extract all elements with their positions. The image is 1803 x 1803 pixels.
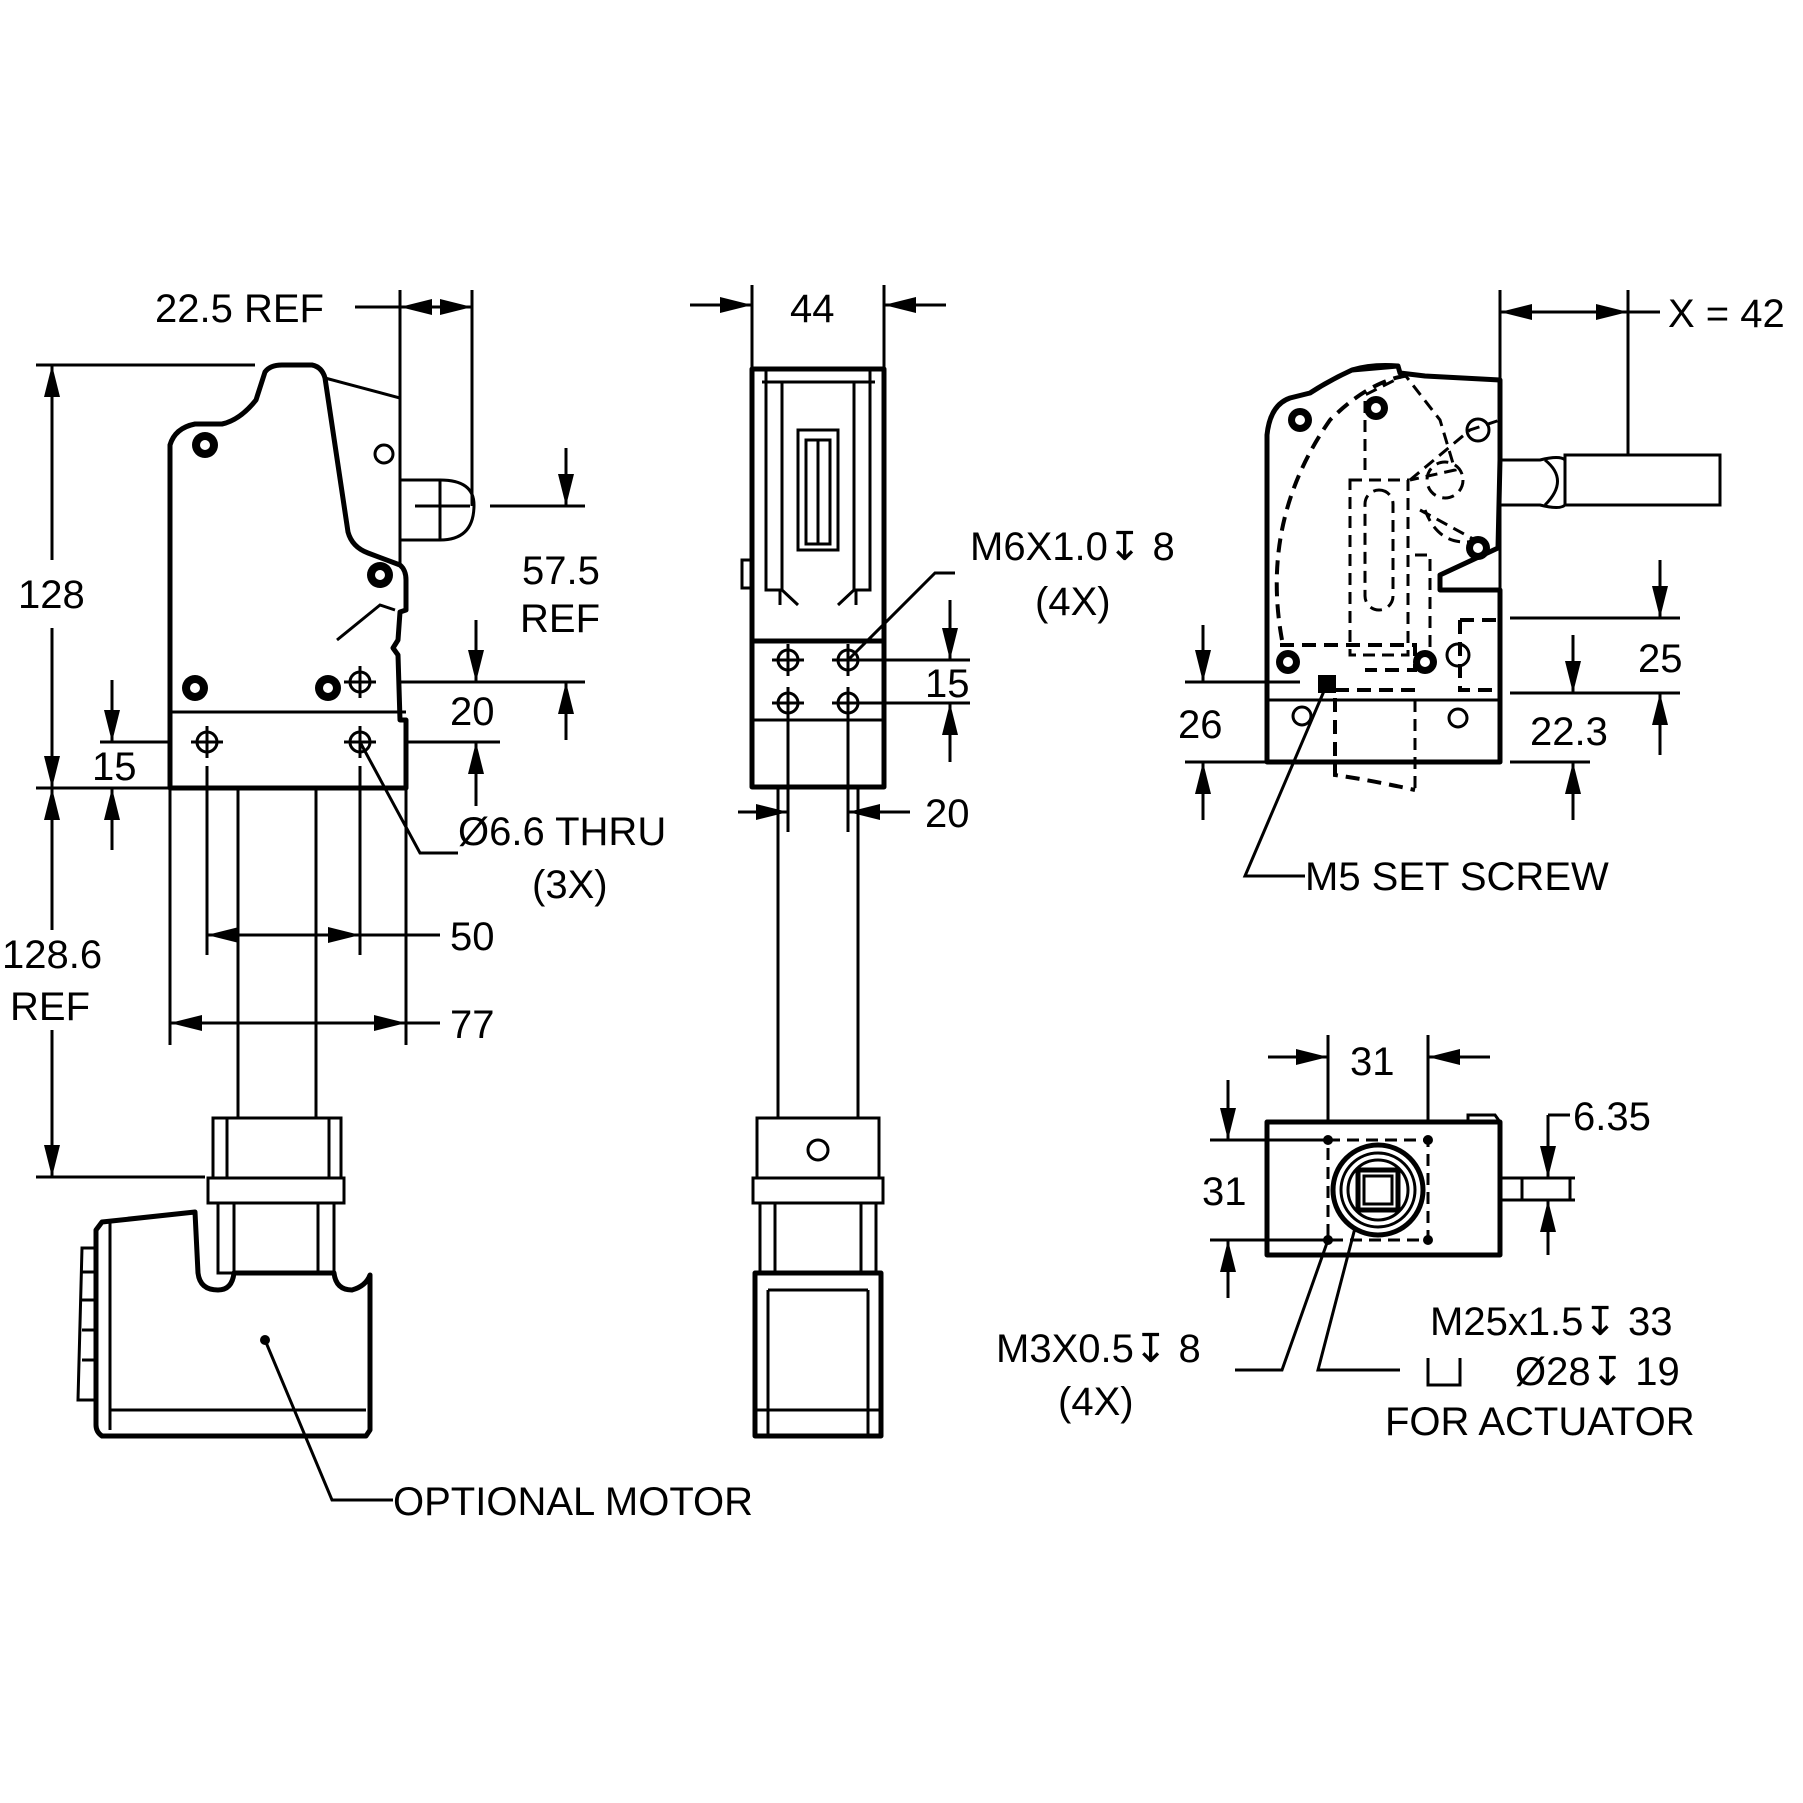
side-hole-callout: Ø6.6 THRU [458,810,666,854]
side-dim-15: 15 [92,745,137,789]
side-dim-128: 128 [18,573,85,617]
front-body-lower [749,638,887,790]
side-dim-128-6: 128.6 [2,933,102,977]
front-view [690,285,970,1439]
front-dim-20: 20 [925,792,970,836]
side-dim-77: 77 [450,1003,495,1047]
side-body-outline [167,362,409,791]
front-thread-callout-qty: (4X) [1035,580,1111,624]
side-dim-22-5-ref: 22.5 REF [155,287,324,331]
front-dim-15: 15 [925,662,970,706]
optional-motor-label: OPTIONAL MOTOR [393,1480,753,1524]
end-dim-31-h: 31 [1350,1040,1395,1084]
end-thread-callout-qty: (4X) [1058,1380,1134,1424]
end-view [1210,1035,1575,1387]
motor-outline [93,1209,373,1439]
actuator-bore-callout: Ø28↧ 19 [1515,1350,1680,1394]
side-view [36,290,585,1502]
front-dim-44: 44 [790,287,835,331]
side-dim-50: 50 [450,915,495,959]
end-thread-callout: M3X0.5↧ 8 [996,1327,1201,1371]
side-hole-callout-qty: (3X) [532,863,608,907]
end-dim-6-35: 6.35 [1573,1095,1651,1139]
m5-set-screw-label: M5 SET SCREW [1305,855,1609,899]
side-hole-upper [344,666,376,698]
side-dim-20: 20 [450,690,495,734]
front-thread-callout: M6X1.0↧ 8 [970,525,1175,569]
side-hole-lower-left [191,726,223,758]
for-actuator-label: FOR ACTUATOR [1385,1400,1695,1444]
side-dim-57-5-ref: REF [520,597,600,641]
front-motor [752,1270,884,1439]
actuator-thread-callout: M25x1.5↧ 33 [1430,1300,1673,1344]
side-dim-128-6-ref: REF [10,985,90,1029]
side-dim-57-5: 57.5 [522,549,600,593]
rear-view [1185,290,1722,878]
front-tapped-holes [772,644,864,719]
rear-dim-x-42: X = 42 [1668,292,1785,336]
rear-dim-26: 26 [1178,703,1223,747]
rear-dim-22-3: 22.3 [1530,710,1608,754]
end-dim-31-v: 31 [1202,1170,1247,1214]
rear-dim-25: 25 [1638,637,1683,681]
